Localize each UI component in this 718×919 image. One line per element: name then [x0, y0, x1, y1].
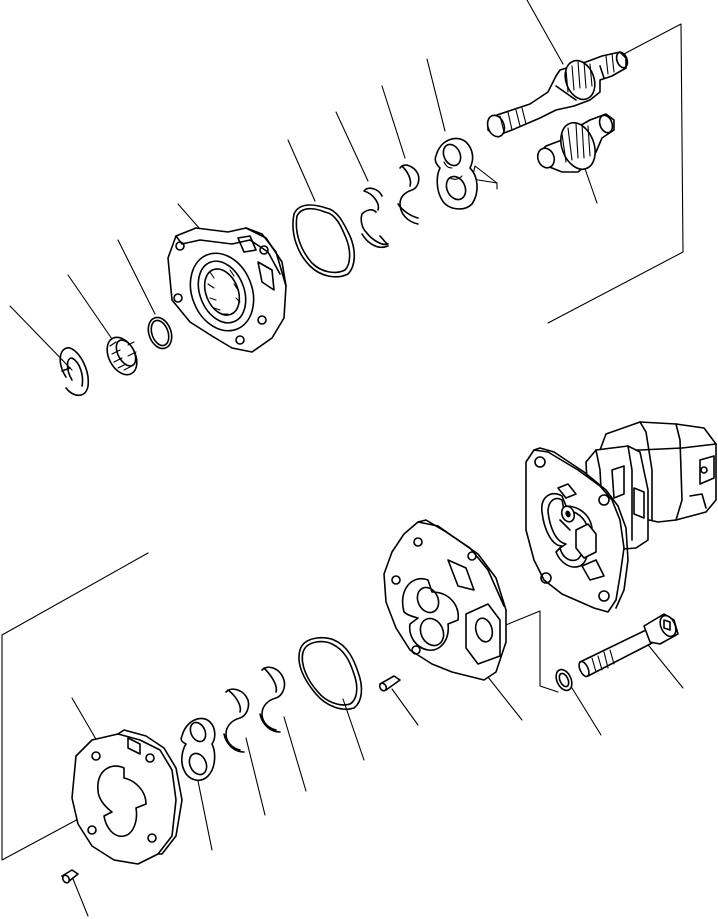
gasket-part-upper — [292, 204, 356, 278]
backup-ring-part-lower — [223, 688, 250, 753]
dowel-pin-part-center — [378, 675, 401, 692]
needle-bearing-part — [106, 336, 138, 376]
snap-ring-part — [59, 347, 90, 397]
wear-plate-part-upper — [434, 137, 478, 210]
seal-ring-part-upper — [397, 164, 420, 225]
rear-gear-housing-part — [71, 729, 183, 865]
gasket-part-lower — [298, 636, 363, 710]
seal-ring-part-lower — [259, 666, 286, 733]
wear-plate-part-lower — [180, 717, 216, 782]
group-bracket-lower — [1, 552, 559, 861]
front-bearing-housing-part — [167, 227, 287, 353]
pump-assembly-part — [525, 421, 717, 613]
dowel-pin-part-left — [61, 869, 79, 884]
leader-lines-upper — [9, 0, 598, 371]
drive-gear-shaft-part — [486, 51, 629, 138]
leader-lines-lower — [71, 640, 684, 917]
small-o-ring-part — [147, 316, 173, 350]
cap-screw-part — [578, 613, 679, 678]
center-body-part — [383, 519, 507, 681]
bracket-tie-upper — [471, 178, 498, 190]
backup-ring-part-upper — [360, 187, 389, 249]
driven-gear-part — [536, 113, 615, 173]
washer-part — [555, 668, 573, 692]
